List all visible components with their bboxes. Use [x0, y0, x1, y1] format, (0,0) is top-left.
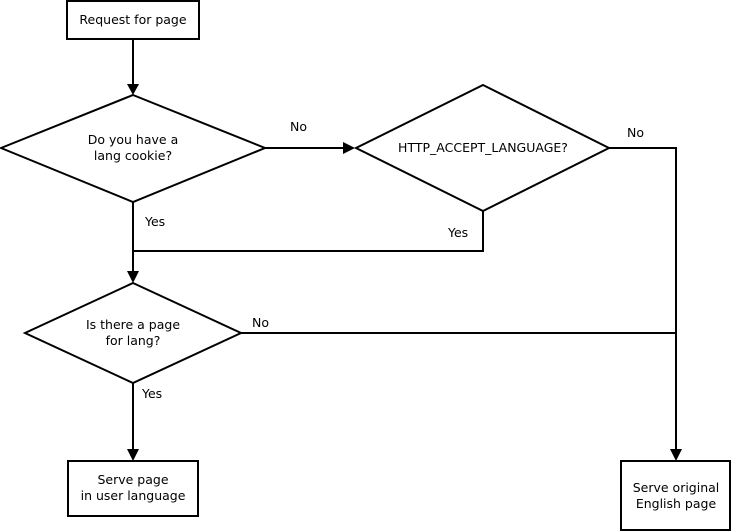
node-label-line-2: in user language: [81, 488, 186, 503]
arrowhead: [127, 449, 139, 461]
arrowhead: [127, 84, 139, 95]
edge-accept-no: [609, 147, 677, 450]
edge-labels: No Yes No Yes No Yes: [141, 119, 644, 401]
node-cookie: Do you have a lang cookie?: [0, 93, 268, 204]
node-label-line-1: Serve original: [633, 480, 720, 495]
decision-diamond: [353, 83, 612, 213]
node-request: Request for page: [66, 0, 200, 40]
edge-accept-yes: [133, 211, 484, 252]
node-label-line-1: Is there a page: [86, 317, 180, 332]
process-box: [67, 460, 199, 517]
node-label-line-2: lang cookie?: [94, 148, 172, 163]
process-box: [66, 0, 200, 40]
node-serve-english: Serve original English page: [620, 460, 731, 531]
node-label-line-1: Do you have a: [88, 132, 179, 147]
node-label: Request for page: [79, 12, 186, 27]
edges: [127, 39, 682, 461]
decision-diamond: [0, 93, 268, 204]
node-label-line-1: Serve page: [97, 472, 168, 487]
node-label-line-2: for lang?: [106, 333, 161, 348]
node-accept: HTTP_ACCEPT_LANGUAGE?: [353, 83, 612, 213]
edge-label-cookie-no: No: [290, 119, 307, 134]
process-box: [620, 460, 731, 531]
edge-label-page-no: No: [252, 315, 269, 330]
decision-diamond: [22, 281, 244, 385]
edge-label-accept-yes: Yes: [447, 225, 468, 240]
arrowhead: [670, 449, 682, 461]
node-label-line-2: English page: [636, 496, 717, 511]
node-serve-user: Serve page in user language: [67, 460, 199, 517]
arrowhead: [343, 142, 355, 154]
edge-label-cookie-yes: Yes: [144, 214, 165, 229]
arrowhead: [127, 271, 139, 283]
edge-label-page-yes: Yes: [141, 386, 162, 401]
node-page-for-lang: Is there a page for lang?: [22, 281, 244, 385]
node-label: HTTP_ACCEPT_LANGUAGE?: [398, 140, 568, 155]
edge-label-accept-no: No: [627, 125, 644, 140]
